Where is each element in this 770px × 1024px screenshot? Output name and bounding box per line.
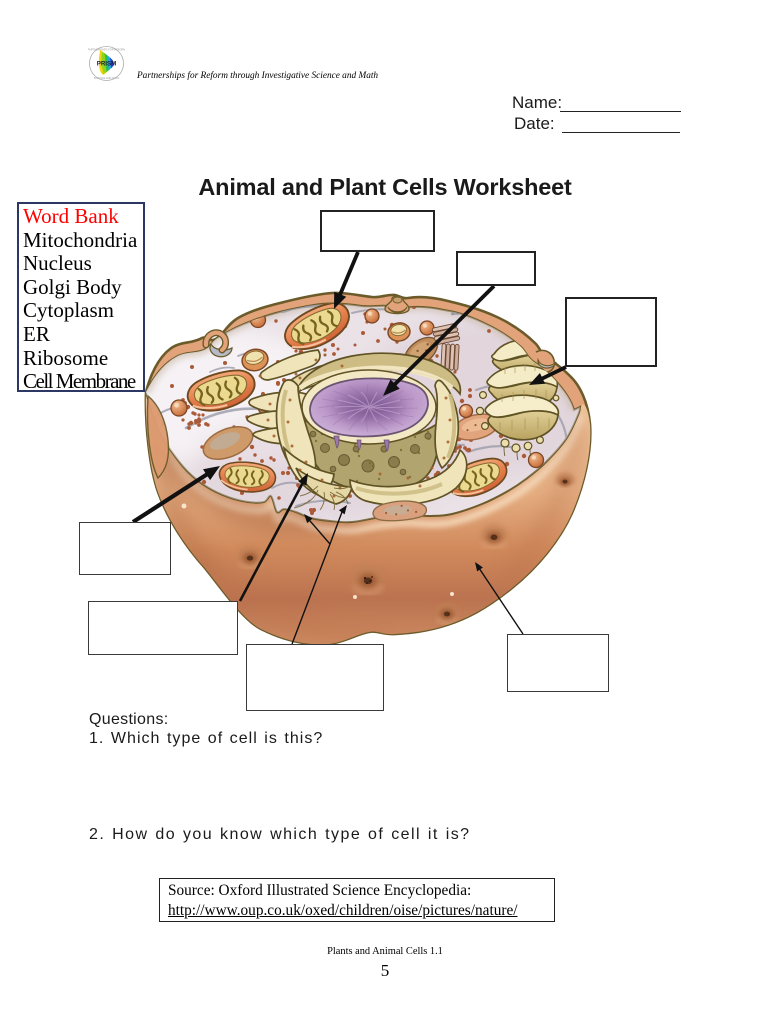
svg-text:PRISM: PRISM (97, 60, 117, 67)
svg-text:SCIENCE AND MATH: SCIENCE AND MATH (94, 76, 120, 80)
svg-text:PARTNERSHIPS FOR REFORM: PARTNERSHIPS FOR REFORM (88, 48, 125, 52)
